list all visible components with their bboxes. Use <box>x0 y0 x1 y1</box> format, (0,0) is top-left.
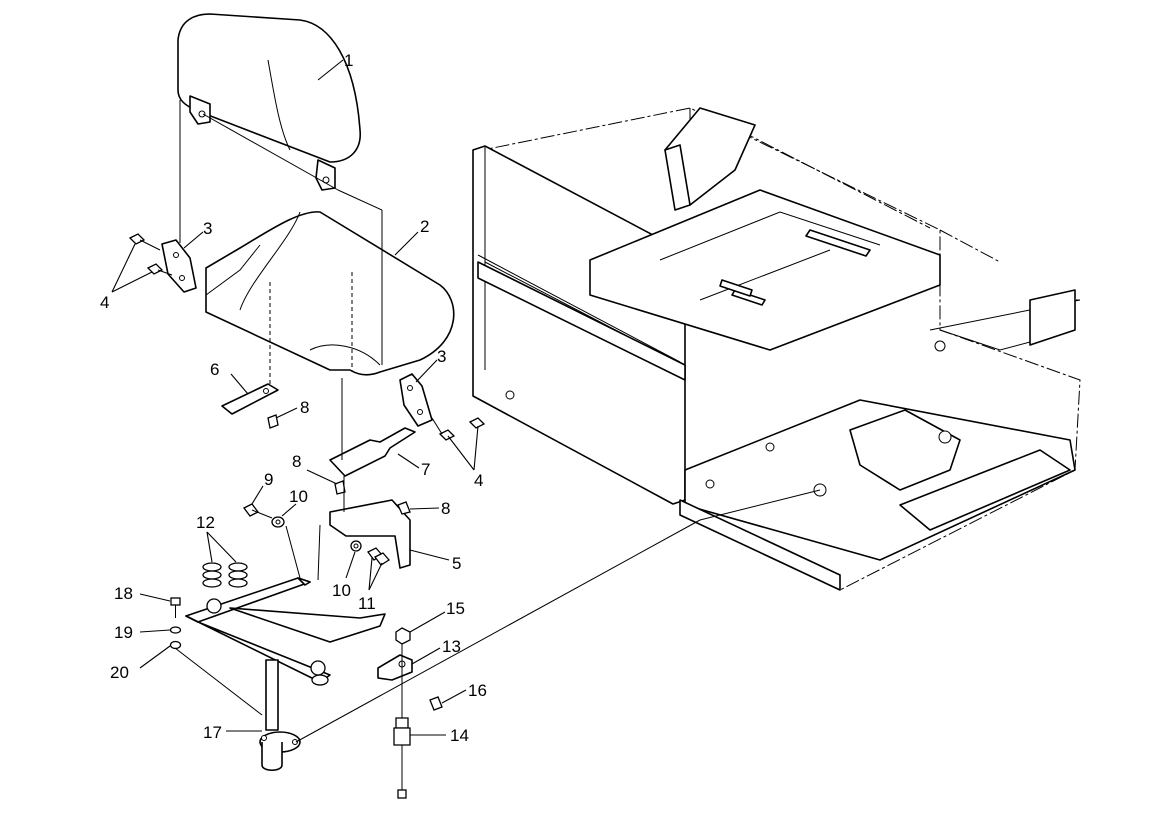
callout-13: 13 <box>442 637 461 656</box>
callout-20: 20 <box>110 663 129 682</box>
callout-8-bracket: 8 <box>441 499 450 518</box>
callout-10-lower: 10 <box>332 581 351 600</box>
callout-12: 12 <box>196 513 215 532</box>
suspension-frame <box>185 577 386 686</box>
hinge-bracket-right <box>399 373 433 427</box>
bolt-4-right <box>431 417 486 441</box>
bolt-washers-18-20 <box>169 597 182 650</box>
callout-3-left: 3 <box>203 219 212 238</box>
callout-11: 11 <box>358 594 376 613</box>
seat-back <box>177 13 361 191</box>
callout-4-right: 4 <box>474 471 483 490</box>
callout-leaders <box>111 59 479 736</box>
seat-plate <box>221 383 279 429</box>
callout-7: 7 <box>421 460 430 479</box>
callout-5: 5 <box>452 554 461 573</box>
springs <box>202 562 248 588</box>
callout-6: 6 <box>210 360 219 379</box>
callout-8-plate: 8 <box>300 398 309 417</box>
mount-bracket <box>329 499 411 569</box>
switch-bracket <box>377 627 443 711</box>
callout-15: 15 <box>446 599 465 618</box>
callout-2: 2 <box>420 217 429 236</box>
callout-17: 17 <box>203 723 222 742</box>
callout-labels: 1 2 3 3 4 4 5 6 7 8 8 8 9 10 10 11 12 13… <box>100 51 487 745</box>
hinge-bracket-left <box>161 239 197 293</box>
callout-14: 14 <box>450 726 469 745</box>
callout-4-left: 4 <box>100 293 109 312</box>
seat-switch <box>393 717 411 799</box>
callout-8-slide: 8 <box>292 452 301 471</box>
bolt-9-washer-10 <box>243 503 285 528</box>
callout-10-upper: 10 <box>289 487 308 506</box>
callout-1: 1 <box>344 51 353 70</box>
seat-post <box>259 659 301 772</box>
callout-19: 19 <box>114 623 133 642</box>
assembly-lines <box>174 100 821 743</box>
callout-18: 18 <box>114 584 133 603</box>
callout-16: 16 <box>468 681 487 700</box>
callout-9: 9 <box>264 470 273 489</box>
slide-plate <box>329 427 416 495</box>
callout-3-right: 3 <box>437 347 446 366</box>
mower-frame <box>472 107 1081 591</box>
seat-cushion <box>205 211 455 376</box>
